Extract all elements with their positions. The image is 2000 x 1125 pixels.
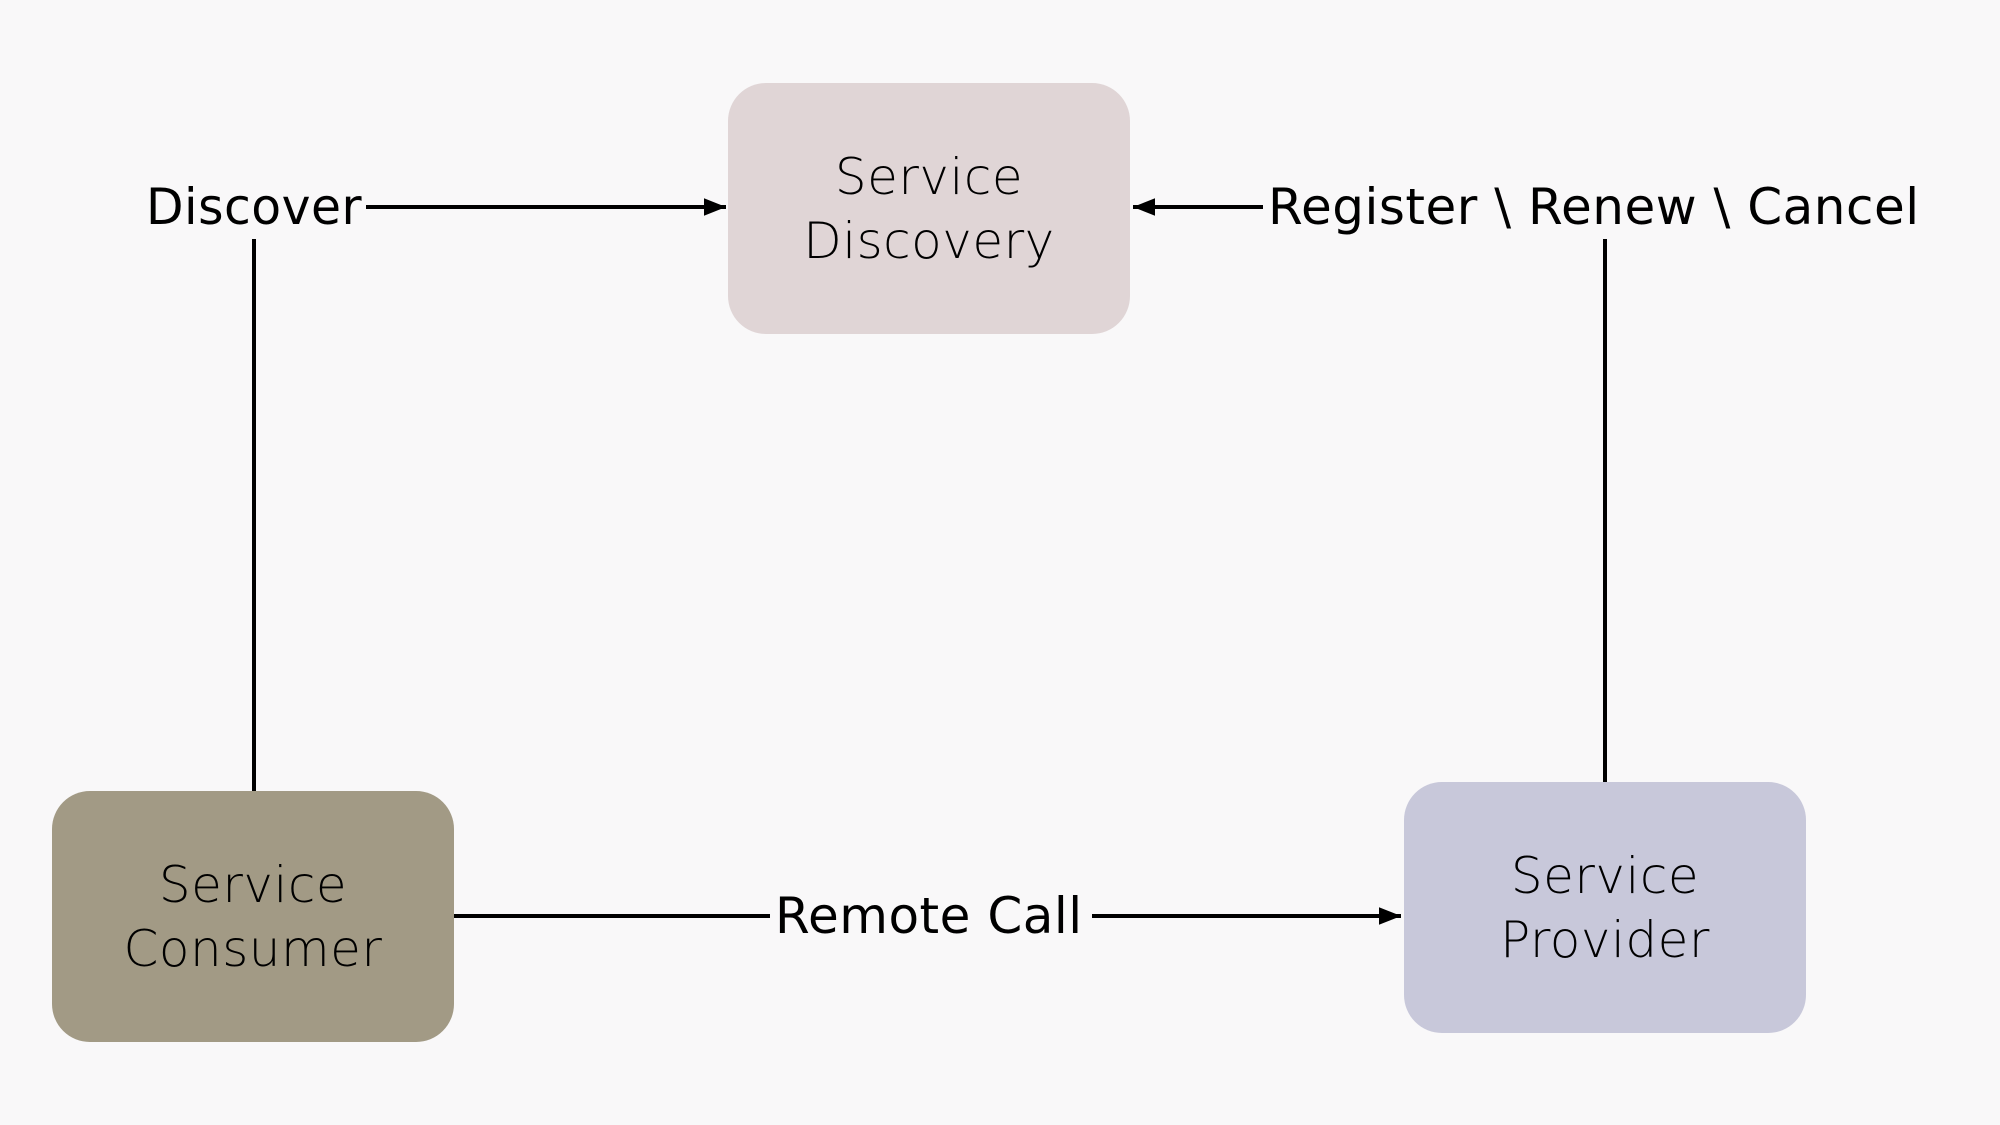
discover-label: Discover [146, 178, 362, 236]
service-consumer-node[interactable]: Service Consumer [52, 791, 454, 1042]
service-discovery-line2: Discovery [803, 211, 1055, 270]
service-provider-node[interactable]: Service Provider [1404, 782, 1806, 1033]
remote-call-label: Remote Call [775, 887, 1083, 945]
register-renew-cancel-label: Register \ Renew \ Cancel [1268, 178, 1920, 236]
service-consumer-line2: Consumer [123, 919, 383, 978]
service-provider-line1: Service [1510, 846, 1700, 905]
service-discovery-node[interactable]: Service Discovery [728, 83, 1130, 334]
service-provider-line2: Provider [1500, 910, 1710, 969]
service-consumer-line1: Service [158, 855, 348, 914]
service-discovery-line1: Service [834, 147, 1024, 206]
